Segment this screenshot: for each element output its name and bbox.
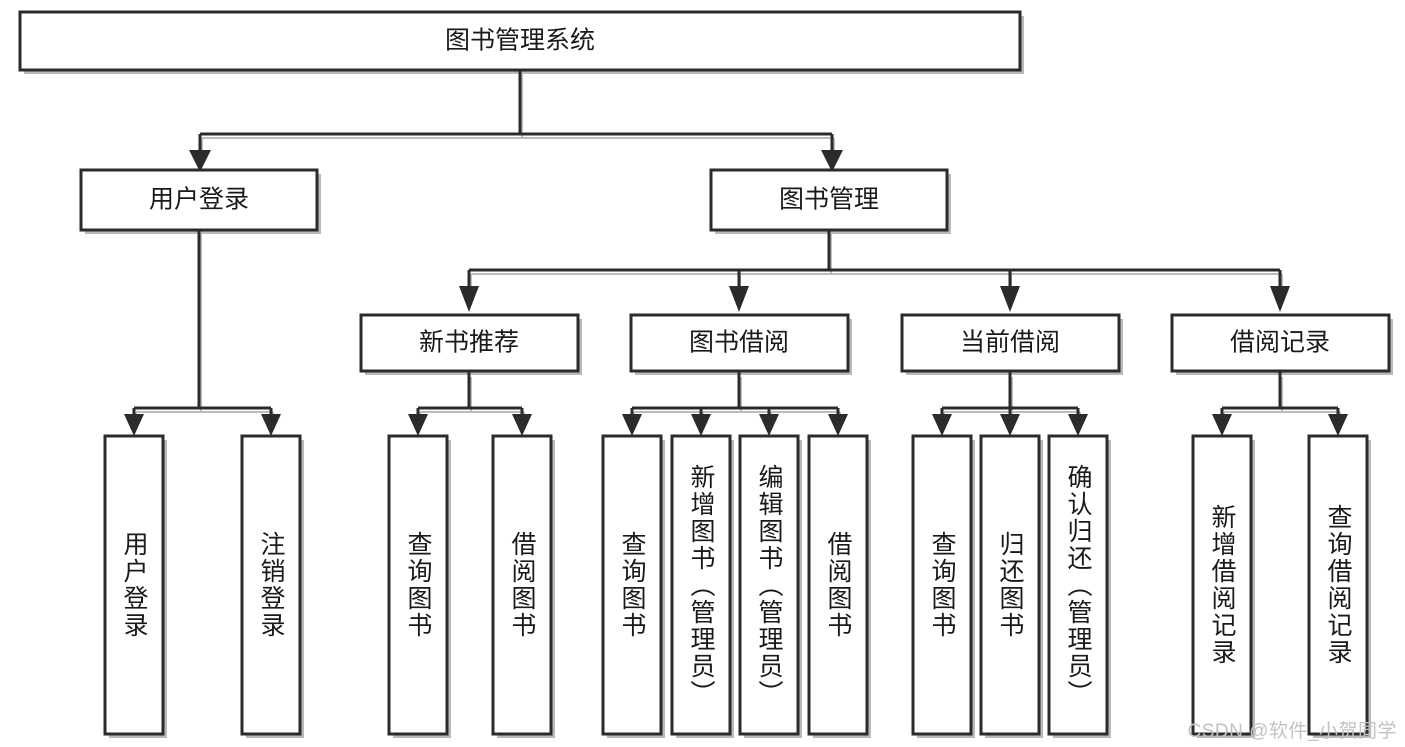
arrow-to-leaf-bb-2 [759, 414, 779, 436]
book-borrow-box [629, 313, 850, 373]
level2-label-0: 用户登录 [149, 186, 249, 214]
connector-current-borrow-to-leaves [932, 371, 1088, 436]
leaf-node-cb-2[interactable] [1047, 434, 1111, 738]
leaf-node-user-login-1[interactable] [240, 434, 304, 738]
level3-label-1: 图书借阅 [689, 329, 789, 357]
arrow-to-user-login [189, 150, 211, 172]
borrow-record-box [1170, 313, 1391, 373]
book-manage-box [709, 168, 949, 232]
leaf-node-bb-2[interactable] [738, 434, 802, 738]
new-book-recommend-box [359, 313, 580, 373]
connector-book-borrow-to-leaves [622, 371, 848, 436]
node-root[interactable] [18, 10, 1024, 74]
watermark-text: CSDN @软件_小贺同学 [1187, 721, 1397, 742]
arrow-to-leaf-br-0 [1212, 414, 1232, 436]
root-label: 图书管理系统 [445, 27, 595, 55]
arrow-to-borrow-record [1270, 286, 1290, 312]
arrow-to-book-manage [821, 150, 843, 172]
connector-root-to-level2 [189, 70, 843, 172]
leaf-node-nbr-1[interactable] [491, 434, 555, 738]
node-new-book-recommend[interactable] [359, 313, 582, 375]
node-book-manage[interactable] [709, 168, 951, 234]
level3-label-2: 当前借阅 [960, 329, 1060, 357]
arrow-to-leaf-cb-1 [1000, 414, 1020, 436]
node-borrow-record[interactable] [1170, 313, 1393, 375]
connector-new-book-recommend-to-leaves [408, 371, 532, 436]
arrow-to-current-borrow [1000, 286, 1020, 312]
leaf-node-bb-3[interactable] [807, 434, 871, 738]
arrow-to-leaf-br-1 [1328, 414, 1348, 436]
leaf-node-nbr-0[interactable] [387, 434, 451, 738]
node-book-borrow[interactable] [629, 313, 852, 375]
arrow-to-leaf-user-login-1 [261, 414, 281, 436]
leaf-node-bb-1[interactable] [670, 434, 734, 738]
arrow-to-leaf-user-login-0 [124, 414, 144, 436]
arrow-to-leaf-nbr-0 [408, 414, 428, 436]
level2-label-1: 图书管理 [779, 186, 879, 214]
arrow-to-book-borrow [729, 286, 749, 312]
leaf-node-cb-1[interactable] [979, 434, 1043, 738]
root-box [18, 10, 1022, 72]
connector-borrow-record-to-leaves [1212, 371, 1348, 436]
arrow-to-leaf-cb-2 [1068, 414, 1088, 436]
level3-label-3: 借阅记录 [1230, 329, 1330, 357]
leaf-node-br-1[interactable] [1307, 434, 1371, 738]
leaf-node-user-login-0[interactable] [103, 434, 167, 738]
arrow-to-new-book-recommend [459, 286, 479, 312]
leaf-node-bb-0[interactable] [601, 434, 665, 738]
arrow-to-leaf-nbr-1 [512, 414, 532, 436]
leaf-node-cb-0[interactable] [911, 434, 975, 738]
leaf-node-br-0[interactable] [1191, 434, 1255, 738]
arrow-to-leaf-bb-0 [622, 414, 642, 436]
connector-book-manage-to-level3 [459, 230, 1290, 312]
node-user-login[interactable] [79, 168, 321, 234]
node-current-borrow[interactable] [900, 313, 1123, 375]
arrow-to-leaf-bb-1 [691, 414, 711, 436]
connector-user-login-to-leaves [124, 230, 281, 436]
arrow-to-leaf-bb-3 [828, 414, 848, 436]
arrow-to-leaf-cb-0 [932, 414, 952, 436]
level3-label-0: 新书推荐 [419, 329, 519, 357]
